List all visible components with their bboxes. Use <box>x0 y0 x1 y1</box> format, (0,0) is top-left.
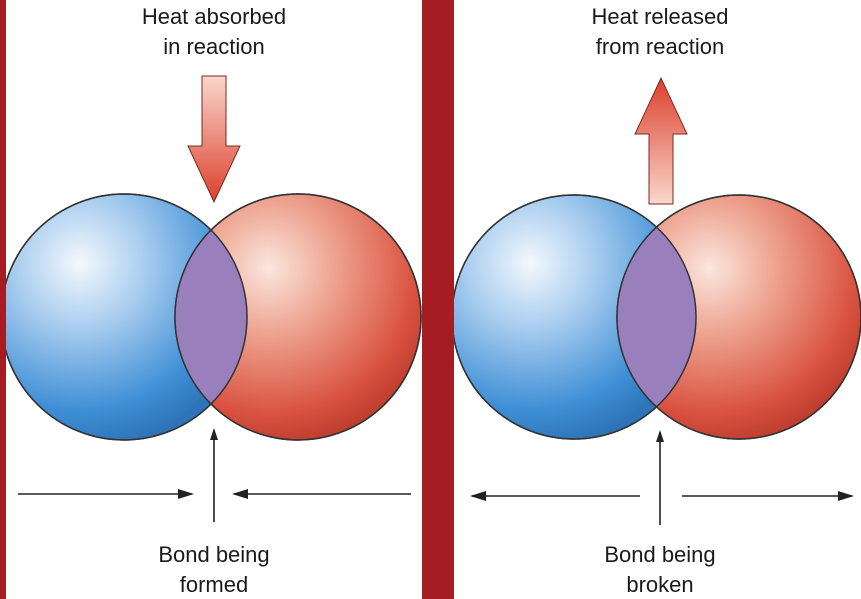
heat-released-label: Heat released from reaction <box>510 2 810 62</box>
heat-released-arrow <box>635 78 687 204</box>
bond-forming-diagram <box>6 0 422 599</box>
heat-absorbed-label: Heat absorbed in reaction <box>64 2 364 62</box>
bond-breaking-diagram <box>454 0 861 599</box>
bond-forming-panel: Heat absorbed in reaction Bond being for… <box>6 0 422 599</box>
bond-breaking-panel: Heat released from reaction Bond being b… <box>454 0 861 599</box>
bond-broken-label: Bond being broken <box>510 540 810 599</box>
bond-formed-label: Bond being formed <box>64 540 364 599</box>
heat-absorbed-arrow <box>188 76 240 202</box>
